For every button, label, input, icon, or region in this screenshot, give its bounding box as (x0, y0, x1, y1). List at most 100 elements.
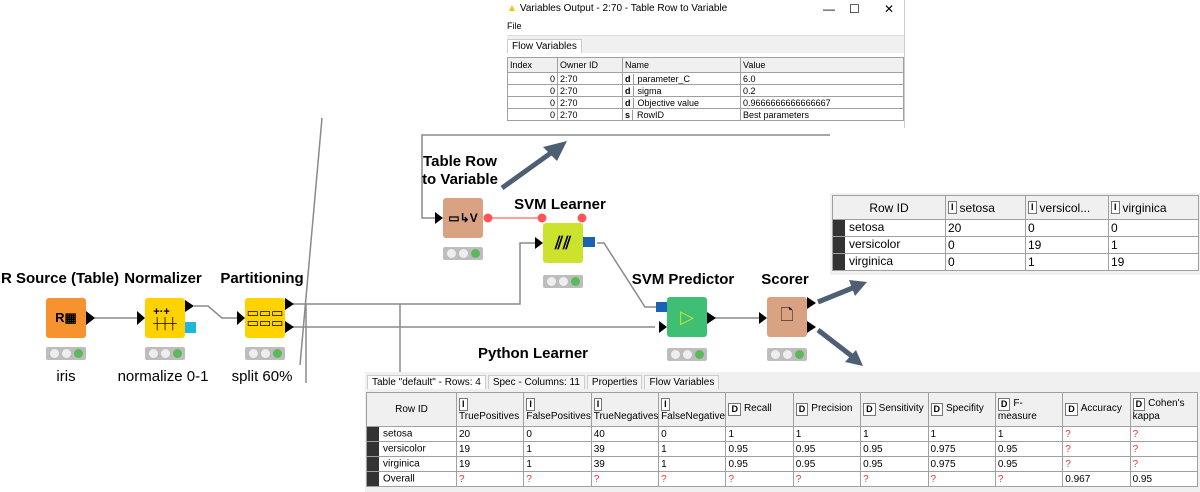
double-type-icon: D (863, 403, 876, 416)
partition-icon[interactable]: ▭▭▭▭▭▭ (245, 298, 285, 338)
tab-3[interactable]: Flow Variables (644, 375, 720, 389)
missing-value-cell: ? (523, 471, 592, 487)
status-traffic-light (767, 348, 807, 361)
integer-type-icon: I (459, 397, 468, 411)
value-cell: 0 (1108, 219, 1199, 237)
status-traffic-light (46, 347, 86, 360)
callout-arrow (816, 328, 855, 359)
index-cell: 0 (507, 84, 558, 97)
value-cell: 0.95 (792, 456, 862, 472)
status-traffic-light (443, 247, 483, 260)
missing-value-cell: ? (792, 471, 862, 487)
r-table-icon[interactable]: R▦ (46, 298, 86, 338)
normalizer-icon[interactable]: +·+┼┼┼ (145, 298, 185, 338)
column-header[interactable]: Index (507, 57, 558, 73)
row-marker (833, 237, 845, 253)
node-annotation: iris (56, 368, 76, 385)
scorer-icon[interactable]: 🗋 (767, 297, 807, 337)
value-cell: 0.2 (740, 84, 904, 97)
missing-value-cell: ? (658, 471, 727, 487)
python-learner-annotation: Python Learner (477, 345, 589, 362)
column-header[interactable]: ITruePositives (455, 392, 525, 427)
column-label: Precision (811, 403, 853, 414)
missing-value-cell: ? (1129, 426, 1199, 442)
row-id-cell: versicolor (366, 441, 457, 457)
table-to-variable-icon[interactable]: ▭↳V (443, 198, 483, 238)
tab-bar: Flow Variables (507, 35, 904, 53)
index-cell: 0 (507, 72, 558, 85)
integer-type-icon: I (593, 397, 603, 411)
value-cell: 40 (590, 426, 660, 442)
tab-2[interactable]: Properties (586, 375, 643, 389)
row-id-cell: Overall (366, 471, 457, 487)
svm-predictor-icon[interactable]: ▷ (667, 297, 707, 337)
row-marker (833, 254, 845, 270)
column-header[interactable]: IFalsePositives (523, 392, 592, 427)
row-id-cell: virginica (366, 456, 457, 472)
missing-value-cell: ? (927, 471, 996, 487)
variable-type-icon: d (625, 97, 634, 108)
double-type-icon: D (728, 403, 741, 416)
column-label: Specifity (946, 403, 984, 414)
column-header[interactable]: IFalseNegatives (658, 392, 727, 427)
column-label: versicol... (1039, 200, 1091, 215)
column-label: setosa (959, 200, 995, 215)
row-id: versicolor (383, 443, 426, 455)
connection-line (194, 305, 240, 319)
tab-1[interactable]: Spec - Columns: 11 (487, 375, 585, 389)
row-marker (367, 427, 379, 441)
status-traffic-light (245, 347, 285, 360)
maximize-button[interactable]: ☐ (849, 1, 860, 16)
variable-name: sigma (637, 85, 662, 96)
value-cell: 0.95 (994, 441, 1064, 457)
column-header[interactable]: ITrueNegatives (590, 392, 660, 427)
node-title: Normalizer (124, 270, 202, 287)
close-button[interactable]: ✕ (884, 1, 895, 16)
menu-bar: File (507, 21, 904, 35)
variables-output-window: ▲ Variables Output - 2:70 - Table Row to… (507, 0, 905, 128)
missing-value-cell: ? (1129, 441, 1199, 457)
tab-0[interactable]: Table "default" - Rows: 4 (367, 375, 486, 389)
missing-value-cell: ? (860, 471, 929, 487)
column-header[interactable]: Row ID (366, 392, 457, 427)
column-header[interactable]: Owner ID (557, 57, 623, 73)
minimize-button[interactable]: — (823, 1, 835, 16)
variable-type-icon: d (625, 85, 634, 96)
value-cell: 6.0 (740, 72, 904, 85)
node-title: Partitioning (220, 270, 304, 287)
menu-file[interactable]: File (507, 21, 522, 31)
column-header[interactable]: Value (740, 57, 904, 73)
node-title-line2: to Variable (422, 171, 498, 188)
svm-learner-icon[interactable]: ⫽⫽ (543, 223, 583, 263)
row-id: virginica (383, 458, 420, 470)
column-header[interactable]: Row ID (832, 195, 946, 220)
tab-flow-variables[interactable]: Flow Variables (507, 39, 582, 53)
column-header[interactable]: Name (622, 57, 741, 73)
value-cell: 0.975 (927, 441, 996, 457)
